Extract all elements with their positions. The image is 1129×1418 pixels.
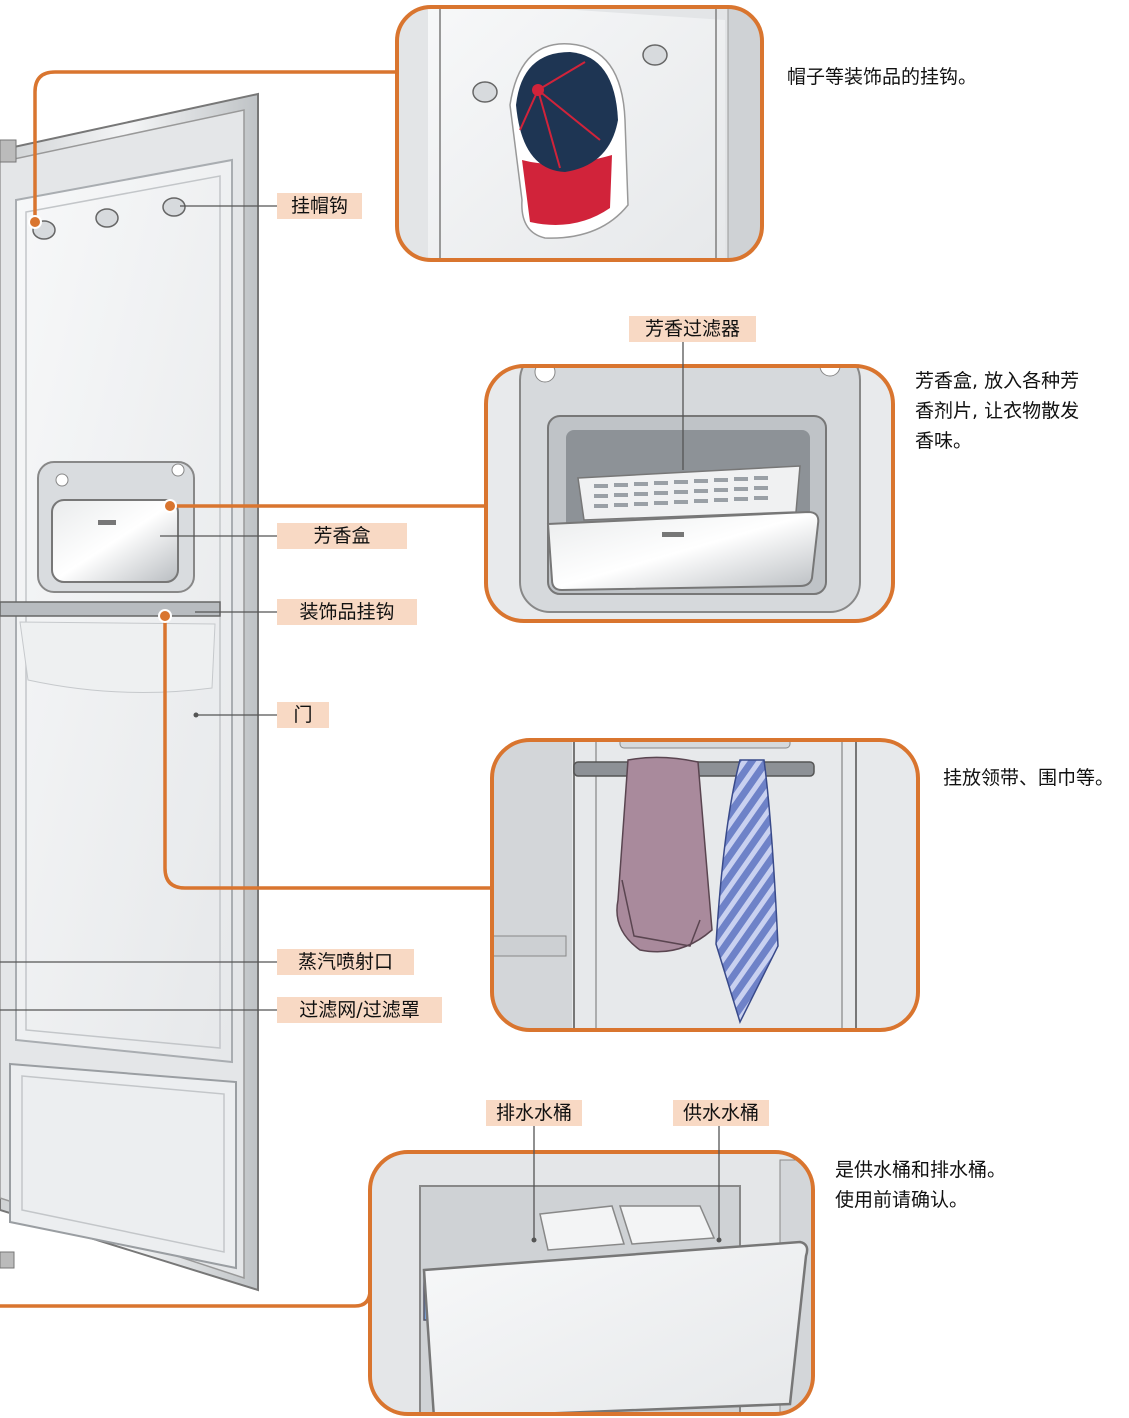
cap-icon — [509, 43, 629, 239]
water-tank-zoom — [368, 1150, 815, 1416]
scarf-icon — [616, 756, 713, 953]
aroma-filter-icon — [577, 465, 801, 521]
label-supply-tank: 供水水桶 — [673, 1100, 769, 1126]
label-door: 门 — [277, 702, 329, 728]
label-accessory-hook: 装饰品挂钩 — [277, 599, 417, 625]
desc-line: 香剂片, 让衣物散发 — [915, 400, 1080, 422]
label-steam-outlet: 蒸汽喷射口 — [277, 949, 414, 975]
leader-lines — [0, 205, 720, 1240]
callout-connectors — [0, 70, 492, 1308]
accessory-hook-zoom — [490, 738, 920, 1032]
desc-accessory-hook: 挂放领带、围巾等。 — [943, 763, 1114, 793]
door-illustration — [0, 92, 259, 1292]
label-aroma-filter: 芳香过滤器 — [629, 316, 756, 342]
desc-line: 芳香盒, 放入各种芳 — [915, 370, 1080, 392]
hat-hook-icon — [32, 197, 186, 240]
desc-water-tanks: 是供水桶和排水桶。 使用前请确认。 — [835, 1155, 1006, 1215]
tie-icon — [715, 759, 779, 1025]
label-hat-hook: 挂帽钩 — [277, 193, 362, 219]
desc-line: 挂放领带、围巾等。 — [943, 767, 1115, 789]
aroma-box-zoom — [484, 364, 895, 623]
desc-line: 使用前请确认。 — [835, 1189, 969, 1211]
label-filter-cover: 过滤网/过滤罩 — [277, 997, 442, 1023]
desc-line: 帽子等装饰品的挂钩。 — [787, 66, 978, 88]
desc-aroma-box: 芳香盒, 放入各种芳 香剂片, 让衣物散发 香味。 — [915, 366, 1079, 456]
desc-hat-hook: 帽子等装饰品的挂钩。 — [787, 62, 977, 92]
label-aroma-box: 芳香盒 — [277, 523, 407, 549]
hat-hook-zoom — [395, 5, 764, 262]
desc-line: 香味。 — [915, 430, 973, 452]
label-drain-tank: 排水水桶 — [486, 1100, 582, 1126]
desc-line: 是供水桶和排水桶。 — [835, 1159, 1007, 1181]
